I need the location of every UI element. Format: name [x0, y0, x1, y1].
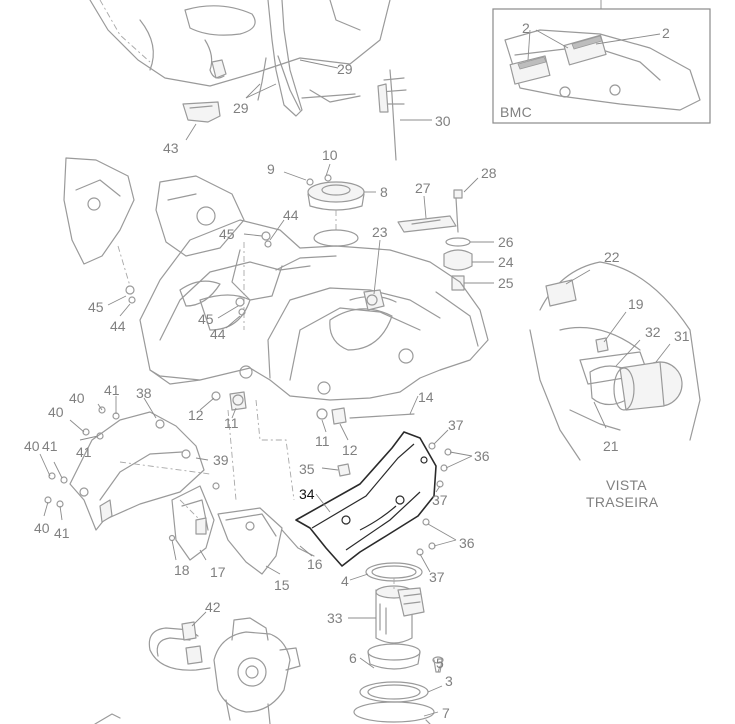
callout-40a: 40: [69, 390, 85, 406]
label-22: [545, 279, 577, 307]
callout-21: 21: [603, 438, 619, 454]
callout-10: 10: [322, 147, 338, 163]
side-covers-left: [63, 157, 285, 329]
left-cover-38: [39, 396, 220, 531]
inset-label-bmc: BMC: [500, 104, 532, 120]
callout-45b: 45: [88, 299, 104, 315]
callout-41b: 41: [42, 438, 58, 454]
bmc-inset: [492, 0, 711, 124]
callout-18: 18: [174, 562, 190, 578]
heat-shield-34: [295, 429, 473, 573]
callout-12a: 12: [188, 407, 204, 423]
callout-4: 4: [341, 573, 349, 589]
callout-43: 43: [163, 140, 179, 156]
callout-30: 30: [435, 113, 451, 129]
callout-labels: 2 2 29 29 30 43 10 9 28 8 27 44 45 23 26…: [24, 20, 690, 721]
callout-40c: 40: [24, 438, 40, 454]
callout-39: 39: [213, 452, 229, 468]
callout-33: 33: [327, 610, 343, 626]
callout-2b: 2: [662, 25, 670, 41]
clip-43: [182, 101, 221, 123]
callout-6: 6: [349, 650, 357, 666]
callout-23: 23: [372, 224, 388, 240]
callout-15: 15: [274, 577, 290, 593]
callout-7: 7: [442, 705, 450, 721]
callout-8: 8: [380, 184, 388, 200]
rear-view-detail: [529, 261, 701, 461]
frame-top-fragment: [89, 0, 391, 117]
bracket-17: [168, 485, 215, 561]
fasteners-40-41: [39, 396, 120, 521]
callout-9: 9: [267, 161, 275, 177]
callout-29b: 29: [233, 100, 249, 116]
callout-44c: 44: [210, 326, 226, 342]
callout-32: 32: [645, 324, 661, 340]
callout-5: 5: [436, 655, 444, 671]
callout-17: 17: [210, 564, 226, 580]
callout-40d: 40: [34, 520, 50, 536]
callout-41a: 41: [104, 382, 120, 398]
callout-45a: 45: [219, 226, 235, 242]
callout-31: 31: [674, 328, 690, 344]
callout-28: 28: [481, 165, 497, 181]
callout-24: 24: [498, 254, 514, 270]
callout-25: 25: [498, 275, 514, 291]
callout-45c: 45: [198, 311, 214, 327]
callout-34: 34: [299, 486, 315, 502]
callout-26: 26: [498, 234, 514, 250]
callout-44a: 44: [283, 207, 299, 223]
fasteners-11-12-14: [199, 391, 419, 441]
fuel-cap-assembly: [283, 163, 376, 247]
callout-22: 22: [604, 249, 620, 265]
callout-41d: 41: [54, 525, 70, 541]
fuel-tank: [139, 219, 489, 501]
callout-36b: 36: [459, 535, 475, 551]
hoses-and-clips: [182, 55, 432, 161]
callout-44b: 44: [110, 318, 126, 334]
tank-mount-hardware: [397, 177, 494, 291]
callout-38: 38: [136, 385, 152, 401]
callout-27: 27: [415, 180, 431, 196]
rear-view-caption-line2: TRASEIRA: [586, 494, 659, 510]
fuel-pump-assembly: [348, 562, 444, 723]
bracket-15: [217, 507, 315, 575]
rear-view-caption-line1: VISTA: [606, 477, 647, 493]
callout-37a: 37: [448, 417, 464, 433]
fasteners-35-36-37: [321, 429, 473, 573]
throttle-body-42: [94, 611, 431, 724]
callout-42: 42: [205, 599, 221, 615]
callout-40b: 40: [48, 404, 64, 420]
callout-37b: 37: [432, 492, 448, 508]
callout-11b: 11: [315, 433, 330, 449]
callout-3: 3: [445, 673, 453, 689]
callout-36a: 36: [474, 448, 490, 464]
callout-12b: 12: [342, 442, 358, 458]
callout-35: 35: [299, 461, 315, 477]
callout-14: 14: [418, 389, 434, 405]
callout-41c: 41: [76, 444, 92, 460]
callout-16: 16: [307, 556, 323, 572]
callout-29a: 29: [337, 61, 353, 77]
callout-37c: 37: [429, 569, 445, 585]
callout-2a: 2: [522, 20, 530, 36]
callout-11a: 11: [224, 415, 239, 431]
callout-19: 19: [628, 296, 644, 312]
